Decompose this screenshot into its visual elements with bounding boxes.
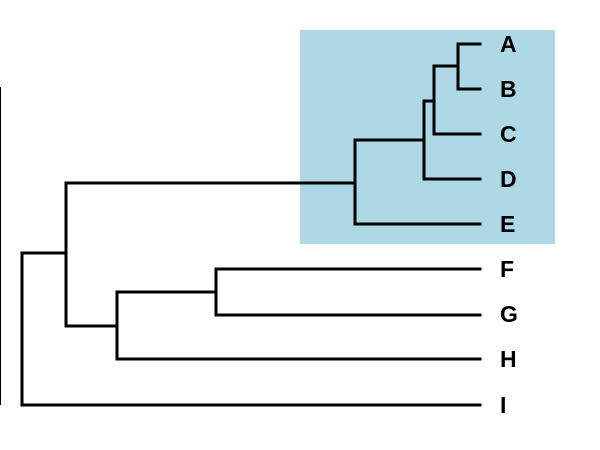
branch-node-ab: [456, 42, 482, 91]
branch-node-fgh: [115, 290, 482, 361]
highlighted-clade-box: [300, 30, 555, 244]
branch-node-abcdefgh: [64, 181, 119, 328]
leaf-label-a: A: [500, 31, 517, 57]
branch-node-fg: [214, 267, 482, 317]
leaf-label-b: B: [500, 76, 517, 102]
branch-node-abc: [432, 64, 482, 136]
leaf-label-h: H: [500, 346, 517, 372]
leaf-label-e: E: [500, 211, 515, 237]
leaf-label-i: I: [500, 392, 506, 418]
leaf-label-f: F: [500, 256, 514, 282]
leaf-label-c: C: [500, 121, 517, 147]
leaf-label-g: G: [500, 301, 518, 327]
branch-root: [20, 251, 68, 407]
leaf-label-d: D: [500, 166, 517, 192]
branch-node-abcd: [422, 99, 482, 181]
branch-node-abcde: [353, 138, 482, 226]
